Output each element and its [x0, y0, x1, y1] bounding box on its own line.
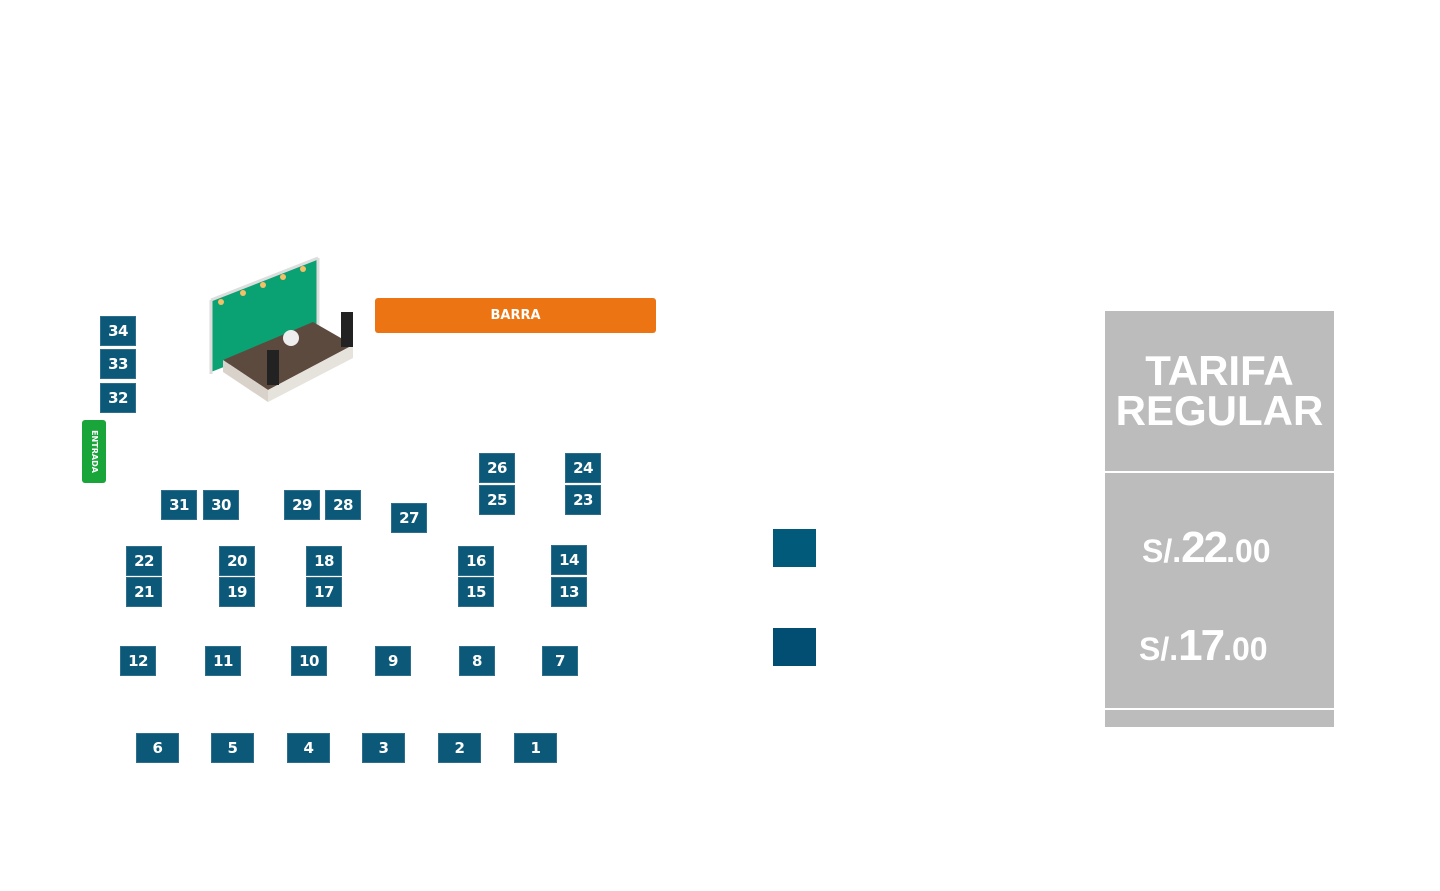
table-6[interactable]: 6: [136, 733, 179, 763]
bar-label: BARRA: [490, 308, 541, 323]
table-32[interactable]: 32: [100, 383, 136, 413]
price-currency: S/.: [1142, 533, 1182, 569]
entrance-label: ENTRADA: [89, 430, 99, 473]
legend-swatch-1: [773, 529, 816, 567]
price-2: S/. 17 .00: [1139, 621, 1268, 671]
pricing-header: TARIFA REGULAR: [1105, 311, 1334, 471]
legend-swatch-2: [773, 628, 816, 666]
table-24[interactable]: 24: [565, 453, 601, 483]
pricing-title-line1: TARIFA: [1145, 347, 1294, 394]
table-2[interactable]: 2: [438, 733, 481, 763]
price-cents: .00: [1223, 631, 1268, 667]
pricing-footer: [1105, 710, 1334, 727]
table-21[interactable]: 21: [126, 577, 162, 607]
price-amount: 22: [1181, 523, 1228, 572]
table-1[interactable]: 1: [514, 733, 557, 763]
table-16[interactable]: 16: [458, 546, 494, 576]
table-12[interactable]: 12: [120, 646, 156, 676]
table-27[interactable]: 27: [391, 503, 427, 533]
table-18[interactable]: 18: [306, 546, 342, 576]
table-9[interactable]: 9: [375, 646, 411, 676]
table-13[interactable]: 13: [551, 577, 587, 607]
table-30[interactable]: 30: [203, 490, 239, 520]
table-17[interactable]: 17: [306, 577, 342, 607]
table-25[interactable]: 25: [479, 485, 515, 515]
table-15[interactable]: 15: [458, 577, 494, 607]
entrance: ENTRADA: [82, 420, 106, 483]
table-8[interactable]: 8: [459, 646, 495, 676]
table-31[interactable]: 31: [161, 490, 197, 520]
price-cents: .00: [1226, 533, 1271, 569]
table-34[interactable]: 34: [100, 316, 136, 346]
table-28[interactable]: 28: [325, 490, 361, 520]
table-3[interactable]: 3: [362, 733, 405, 763]
table-7[interactable]: 7: [542, 646, 578, 676]
table-4[interactable]: 4: [287, 733, 330, 763]
table-26[interactable]: 26: [479, 453, 515, 483]
stage-illustration: [203, 250, 363, 406]
table-20[interactable]: 20: [219, 546, 255, 576]
table-22[interactable]: 22: [126, 546, 162, 576]
table-29[interactable]: 29: [284, 490, 320, 520]
pricing-prices: S/. 22 .00 S/. 17 .00: [1105, 473, 1334, 708]
pricing-title-line2: REGULAR: [1115, 387, 1324, 434]
table-23[interactable]: 23: [565, 485, 601, 515]
table-11[interactable]: 11: [205, 646, 241, 676]
table-5[interactable]: 5: [211, 733, 254, 763]
price-currency: S/.: [1139, 631, 1179, 667]
bar-area: BARRA: [375, 298, 656, 333]
table-10[interactable]: 10: [291, 646, 327, 676]
table-33[interactable]: 33: [100, 349, 136, 379]
table-14[interactable]: 14: [551, 545, 587, 575]
price-1: S/. 22 .00: [1142, 523, 1271, 573]
price-amount: 17: [1178, 621, 1225, 670]
table-19[interactable]: 19: [219, 577, 255, 607]
